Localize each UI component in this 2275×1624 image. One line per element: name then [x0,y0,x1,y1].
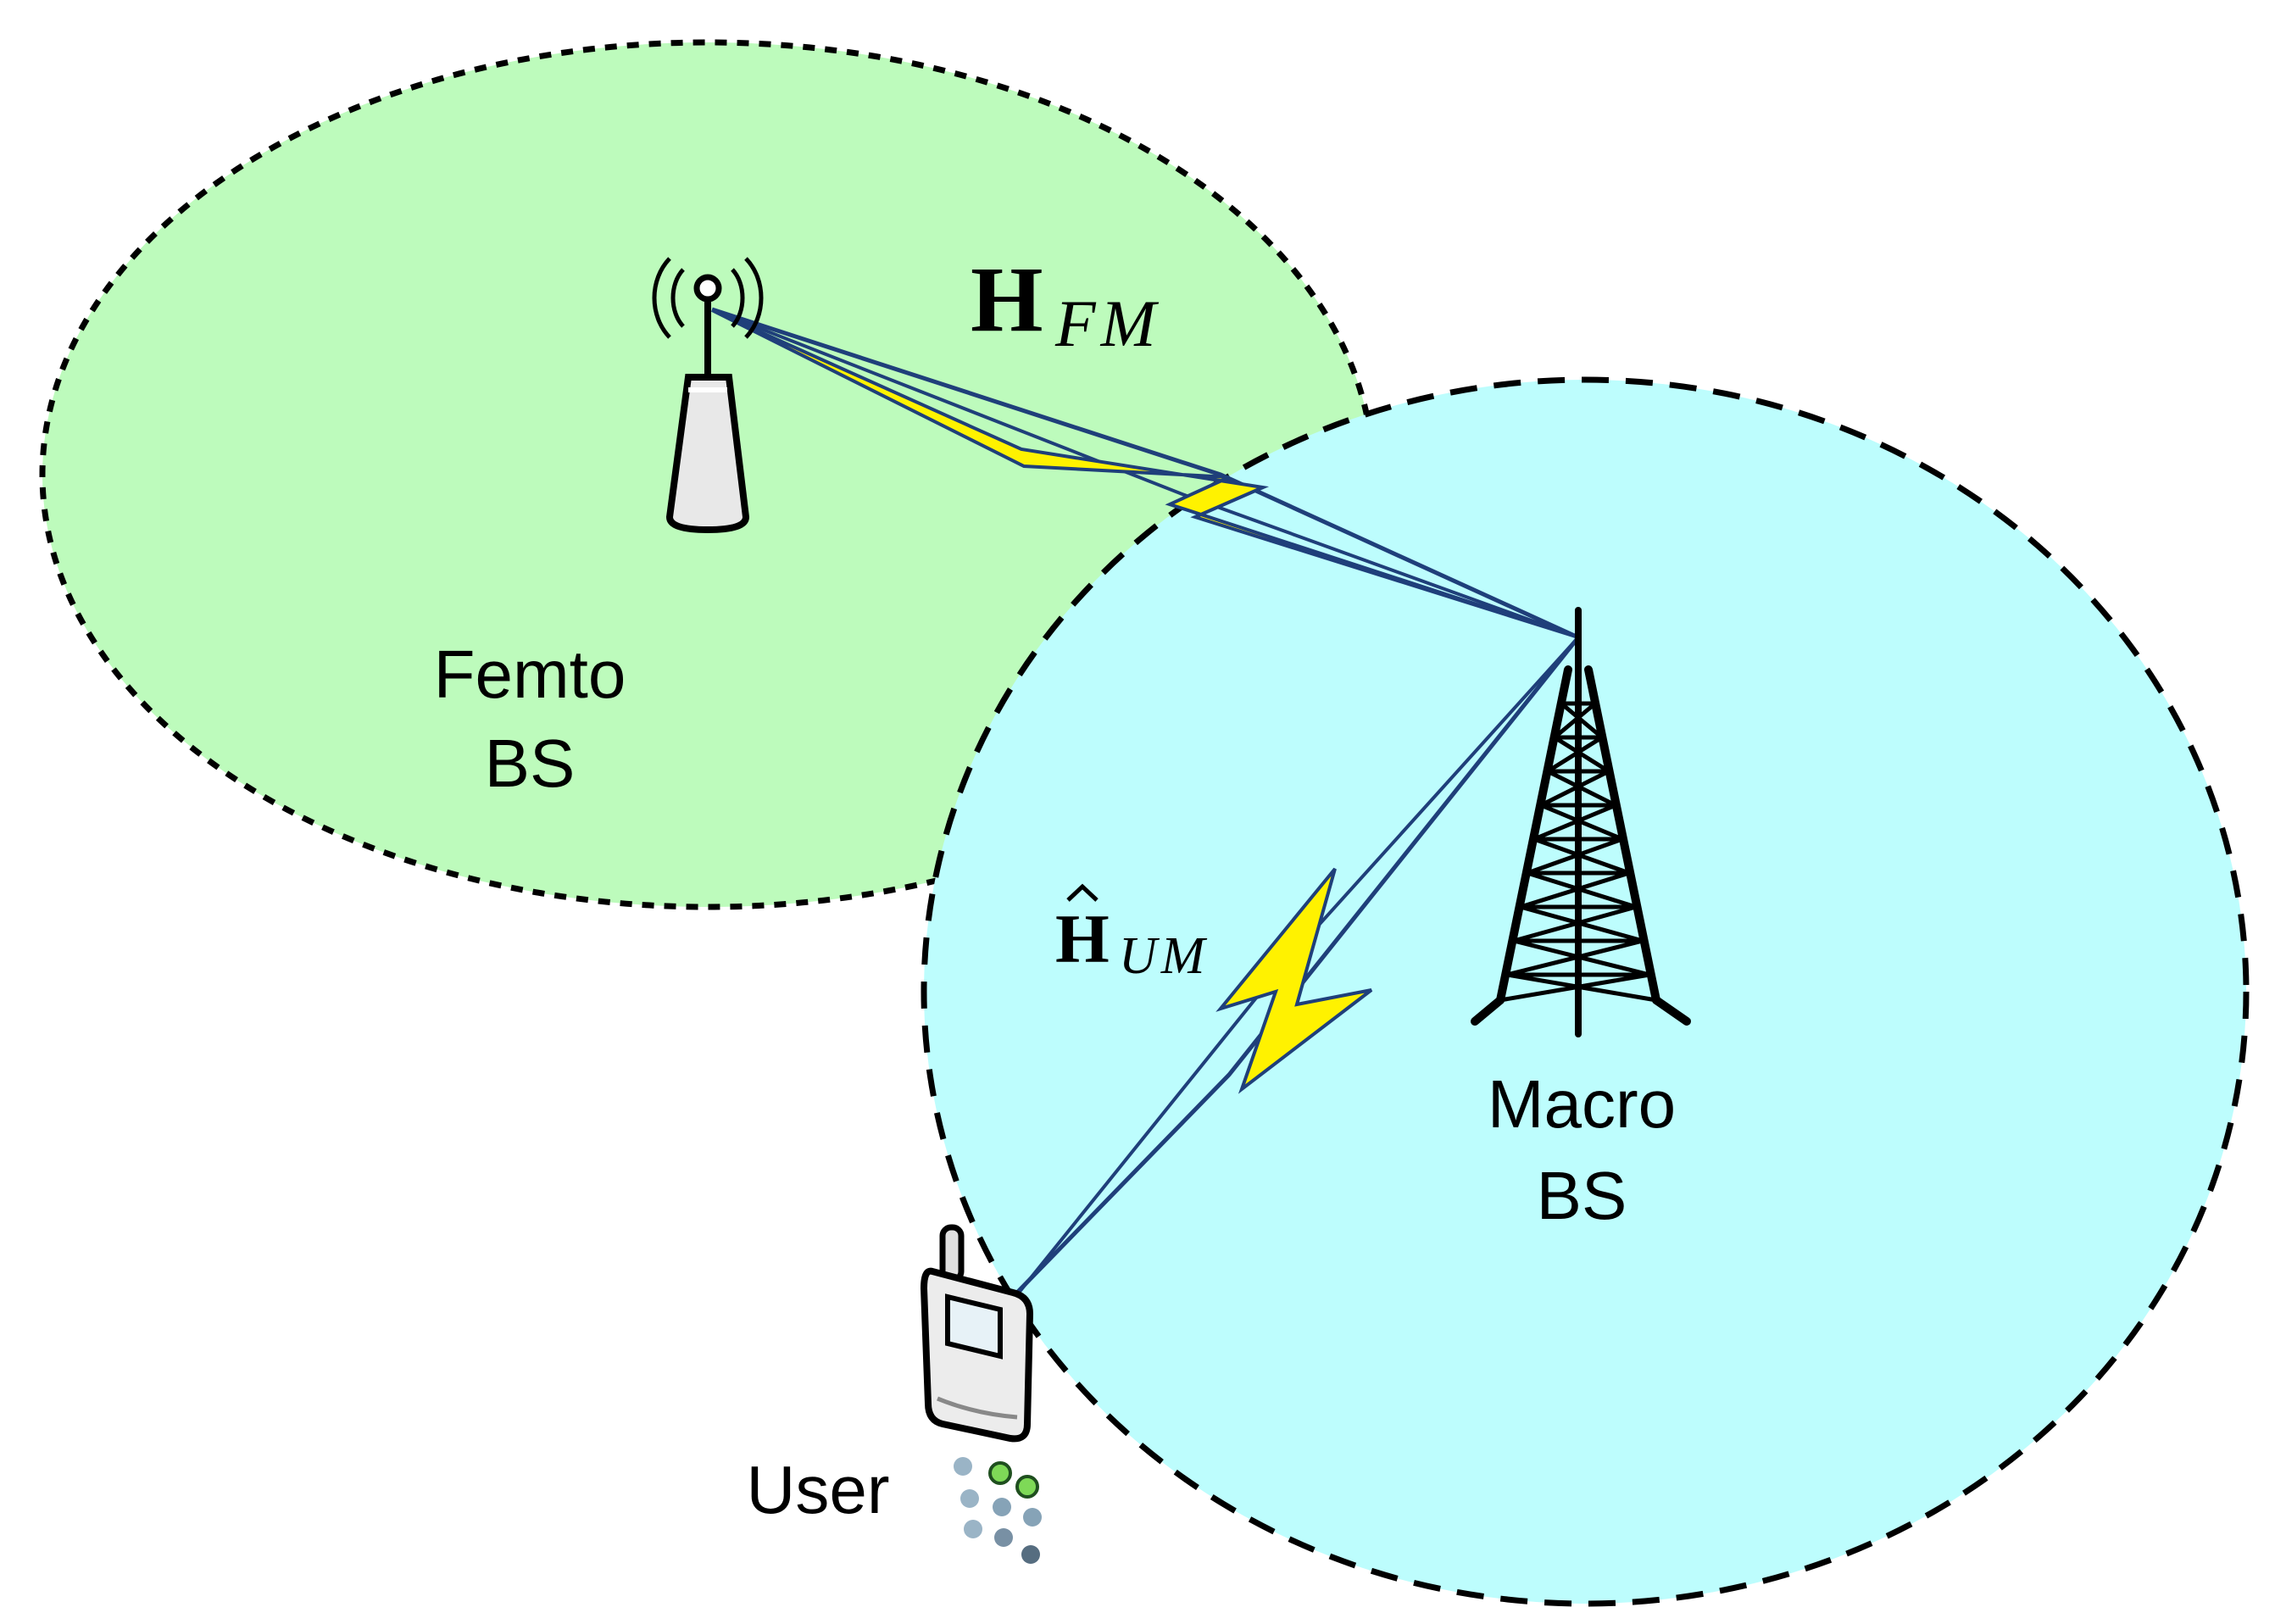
macro-bs-label-line1: Macro [1488,1066,1676,1142]
macro-bs-label-line2: BS [1537,1158,1627,1233]
mobile-phone-icon [920,1224,1042,1564]
user-macro-link [1007,636,1580,1307]
channel-label-user-macro: H UM [1055,883,1209,985]
user-macro-lightning-bolt [1215,867,1373,1094]
channel-fm-subscript: FM [1054,286,1161,360]
femto-bs-label-line1: Femto [434,637,626,712]
femto-bs-label-line2: BS [485,726,576,801]
channel-um-symbol: H [1055,900,1110,977]
channel-um-subscript: UM [1119,927,1209,985]
channel-um-hat-accent [1066,883,1099,902]
user-label: User [747,1452,890,1527]
macro-cell-area [921,376,2250,1607]
channel-fm-symbol: H [971,247,1043,351]
femto-antenna-icon [652,257,764,534]
channel-label-femto-macro: H FM [971,247,1161,360]
macro-tower-icon [1471,607,1691,1037]
